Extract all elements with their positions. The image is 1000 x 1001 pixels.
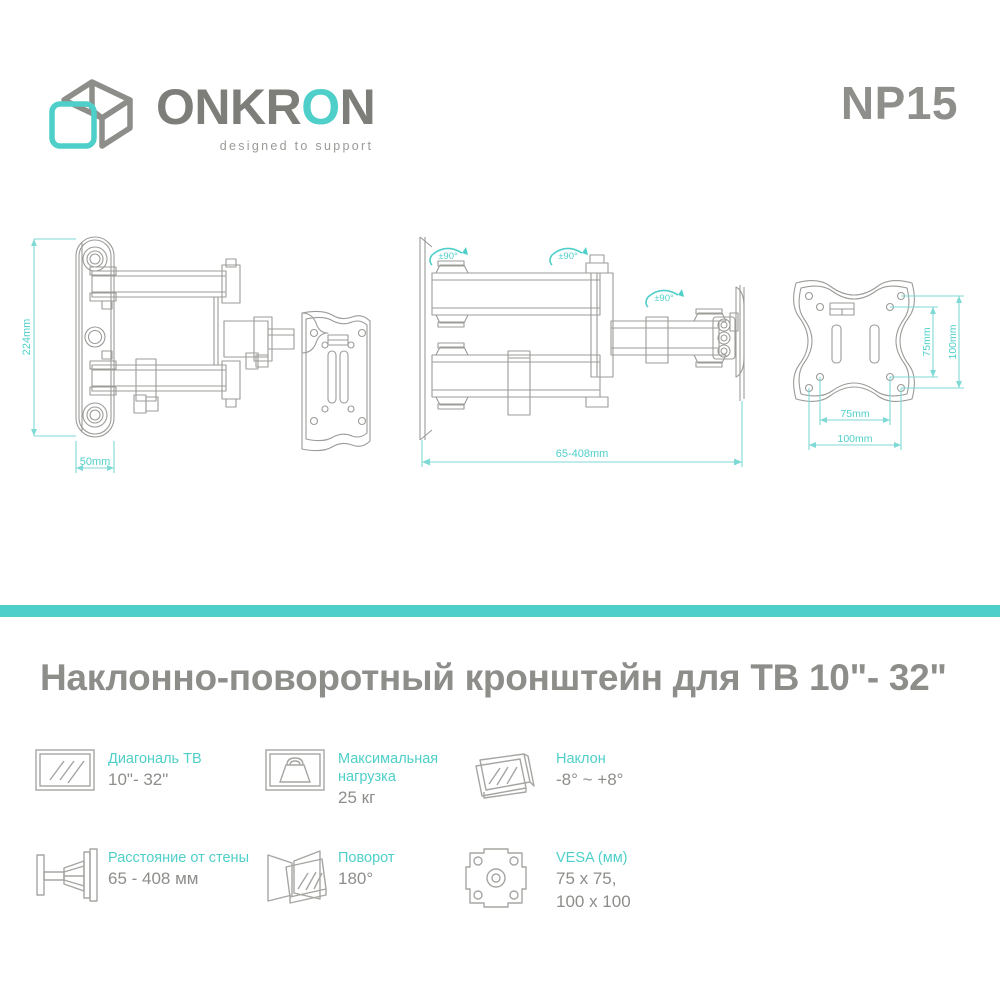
vesa-width-outer-label: 100mm xyxy=(837,433,872,445)
feature-text: VESA (мм) 75 x 75, 100 x 100 xyxy=(556,847,631,912)
feature-vesa: VESA (мм) 75 x 75, 100 x 100 xyxy=(464,847,764,914)
feature-value: 10"- 32" xyxy=(108,770,169,790)
feature-text: Расстояние от стены 65 - 408 мм xyxy=(108,847,249,890)
vesa-icon xyxy=(464,847,556,914)
vesa-height-inner-label: 75mm xyxy=(921,327,933,356)
weight-icon xyxy=(264,748,338,797)
wall-distance-icon xyxy=(34,847,108,908)
feature-label: VESA (мм) xyxy=(556,850,628,867)
rotation-badge-2: ±90° xyxy=(549,247,588,266)
rotation-label-2: ±90° xyxy=(558,251,578,262)
feature-label: Наклон xyxy=(556,751,606,767)
feature-label: Максимальная нагрузка xyxy=(338,751,439,786)
rotation-label-3: ±90° xyxy=(654,293,674,304)
brand-wordmark: ONKRON designed to support xyxy=(156,78,376,153)
side-view-height-label: 224mm xyxy=(21,319,33,356)
tv-screen-icon xyxy=(34,748,108,797)
vesa-height-outer-label: 100mm xyxy=(947,324,959,359)
vesa-plate-drawing: 75mm 100mm 75mm 100mm xyxy=(793,280,964,450)
brand-name-part1: ONKR xyxy=(156,79,302,135)
feature-grid: Диагональ ТВ 10"- 32" Максимальная xyxy=(34,748,974,914)
feature-value: 180° xyxy=(338,869,374,889)
rotation-badge-3: ±90° xyxy=(645,289,684,308)
vesa-width-inner-label: 75mm xyxy=(840,408,869,420)
feature-label: Расстояние от стены xyxy=(108,850,249,867)
feature-swivel: Поворот 180° xyxy=(264,847,464,914)
feature-tv-diagonal: Диагональ ТВ 10"- 32" xyxy=(34,748,264,809)
side-view-drawing: 224mm 50mm xyxy=(21,236,371,473)
rotation-badge-1: ±90° xyxy=(429,247,468,266)
feature-value: 25 кг xyxy=(338,788,376,808)
feature-text: Диагональ ТВ 10"- 32" xyxy=(108,748,202,791)
technical-drawings: 224mm 50mm xyxy=(0,225,1000,505)
feature-label: Поворот xyxy=(338,850,395,867)
feature-tilt: Наклон -8° ~ +8° xyxy=(464,748,764,809)
feature-value: 75 x 75, 100 x 100 xyxy=(556,869,631,911)
feature-label: Диагональ ТВ xyxy=(108,751,202,767)
feature-text: Максимальная нагрузка 25 кг xyxy=(338,748,464,809)
swivel-icon xyxy=(264,847,338,910)
page-title: Наклонно-поворотный кронштейн для ТВ 10"… xyxy=(40,657,947,698)
brand-name-part3: N xyxy=(339,79,376,135)
feature-text: Наклон -8° ~ +8° xyxy=(556,748,623,791)
brand-name-accent: O xyxy=(301,79,340,135)
feature-text: Поворот 180° xyxy=(338,847,395,890)
tilt-icon xyxy=(464,748,556,809)
onkron-cube-logo-icon xyxy=(49,79,133,149)
brand-tagline: designed to support xyxy=(219,139,374,153)
feature-value: -8° ~ +8° xyxy=(556,770,624,790)
feature-wall-distance: Расстояние от стены 65 - 408 мм xyxy=(34,847,264,914)
page-header: ONKRON designed to support NP15 xyxy=(0,0,1000,200)
brand-name: ONKRON xyxy=(156,79,376,135)
side-view-depth-label: 50mm xyxy=(80,456,111,468)
teal-divider xyxy=(0,605,1000,617)
brand-logo: ONKRON designed to support xyxy=(42,78,376,153)
top-view-drawing: ±90° ±90° ±90° 65-408mm xyxy=(419,236,745,467)
feature-value: 65 - 408 мм xyxy=(108,869,199,889)
feature-max-load: Максимальная нагрузка 25 кг xyxy=(264,748,464,809)
extension-label: 65-408mm xyxy=(556,448,609,460)
rotation-label-1: ±90° xyxy=(438,251,458,262)
model-number: NP15 xyxy=(840,77,958,129)
